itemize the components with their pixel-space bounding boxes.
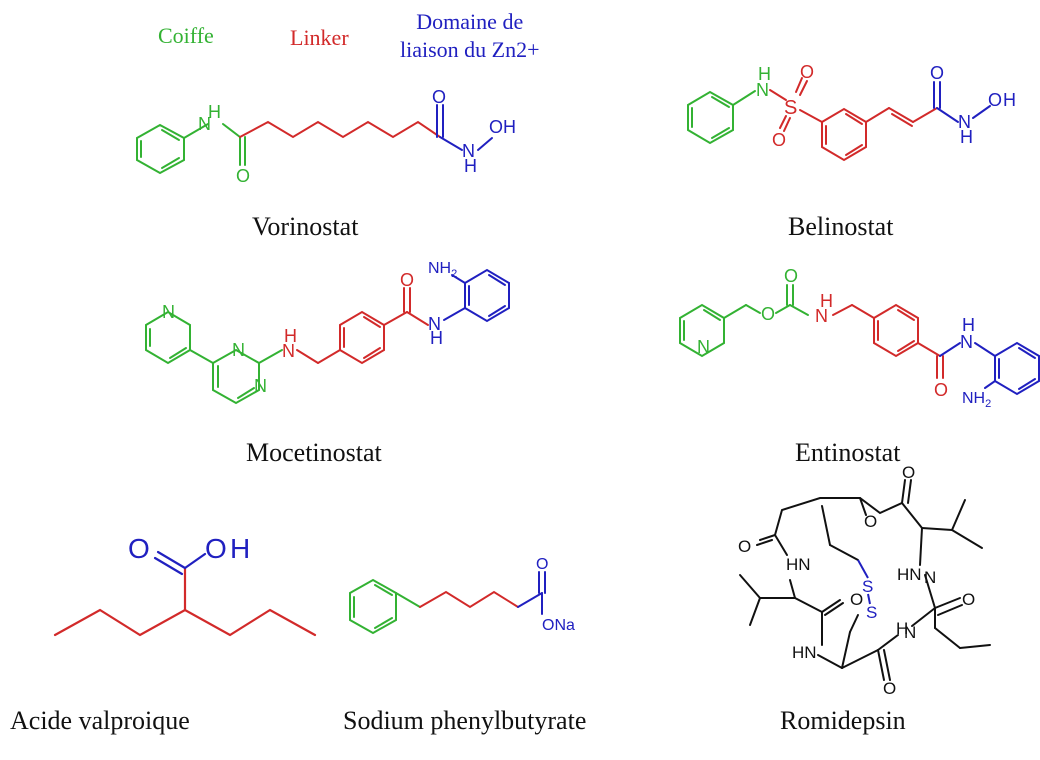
entinostat-aminophenyl xyxy=(939,341,1040,396)
belinostat-oh-o: O xyxy=(988,90,1002,110)
romidepsin-o-top: O xyxy=(902,463,915,482)
phenylbutyrate-carboxylate xyxy=(517,571,546,615)
vorinostat-o-atom: O xyxy=(236,166,250,186)
mocetinostat-pyrimidine-n2: N xyxy=(254,376,267,396)
mocetinostat-aminophenyl xyxy=(443,268,510,323)
romidepsin-h-lower: H xyxy=(896,619,908,638)
belinostat-n2-atom: N xyxy=(958,112,971,132)
vorinostat-linker-chain xyxy=(239,120,441,139)
belinostat-hydroxamate xyxy=(933,81,991,123)
vorinostat-oh-group: O xyxy=(489,117,503,137)
entinostat-h-atom: H xyxy=(820,291,833,311)
label-vorinostat: Vorinostat xyxy=(252,212,359,241)
romidepsin-n-right: N xyxy=(924,568,936,587)
vorinostat-n2-atom: N xyxy=(462,141,475,161)
vorinostat-n-atom: N xyxy=(198,114,211,134)
mocetinostat-o-atom: O xyxy=(400,270,414,290)
entinostat-amide-n: N xyxy=(960,332,973,352)
belinostat-o-atom: O xyxy=(930,63,944,83)
legend-coiffe: Coiffe xyxy=(158,23,214,48)
belinostat-n-atom: N xyxy=(756,80,769,100)
romidepsin-s-atom-1: S xyxy=(862,577,873,596)
vorinostat-hydroxamate xyxy=(436,104,493,151)
romidepsin-o-middle: O xyxy=(850,590,863,609)
vorinostat-phenyl-ring xyxy=(136,123,246,175)
belinostat-phenyl-ring xyxy=(687,90,756,145)
belinostat-h2-atom: H xyxy=(960,127,973,147)
romidepsin-hn-right: HN xyxy=(897,565,922,584)
entinostat-amide-o: O xyxy=(934,380,948,400)
entinostat-amide-h: H xyxy=(962,315,975,335)
mocetinostat-h-atom: H xyxy=(284,326,297,346)
entinostat-carbonyl-o: O xyxy=(784,266,798,286)
label-belinostat: Belinostat xyxy=(788,212,894,241)
label-valproic: Acide valproique xyxy=(10,706,190,735)
mocetinostat-pyrimidine-n1: N xyxy=(232,340,245,360)
valproic-hydroxyl-o: O xyxy=(205,533,227,564)
mocetinostat-pyridine-n: N xyxy=(162,302,175,322)
label-entinostat: Entinostat xyxy=(795,438,901,467)
label-phenylbutyrate: Sodium phenylbutyrate xyxy=(343,706,587,735)
belinostat-oh-h: H xyxy=(1003,90,1016,110)
belinostat-o-bottom-atom: O xyxy=(772,130,786,150)
mocetinostat-pyridine-ring xyxy=(145,310,214,365)
label-mocetinostat: Mocetinostat xyxy=(246,438,382,467)
entinostat-linker xyxy=(832,303,944,379)
romidepsin-n-lower: N xyxy=(904,623,916,642)
entinostat-nh2-group: NH2 xyxy=(962,390,991,410)
belinostat-sulfonyl-linker xyxy=(769,77,938,162)
entinostat-pyridine-ring xyxy=(679,284,809,358)
label-romidepsin: Romidepsin xyxy=(780,706,906,735)
legend-zinc-domain: Domaine de liaison du Zn2+ xyxy=(400,9,540,62)
entinostat-n-atom: N xyxy=(815,306,828,326)
mocetinostat-pyrimidine-ring xyxy=(212,348,283,405)
romidepsin-ester-o: O xyxy=(864,512,877,531)
phenylbutyrate-linker xyxy=(419,590,519,609)
phenylbutyrate-o-atom: O xyxy=(536,556,548,573)
valproic-carbonyl-o: O xyxy=(128,533,150,564)
romidepsin-macrocycle xyxy=(739,479,991,681)
vorinostat-h-atom: H xyxy=(208,102,221,122)
phenylbutyrate-ona-group: ONa xyxy=(542,617,575,634)
romidepsin-disulfide-bridge xyxy=(857,559,871,605)
vorinostat-h2-atom: H xyxy=(464,156,477,176)
romidepsin-o-right: O xyxy=(962,590,975,609)
mocetinostat-linker xyxy=(296,287,429,365)
vorinostat-oh-h: H xyxy=(503,117,516,137)
valproic-carboxyl-group xyxy=(153,550,207,576)
romidepsin-o-bottom: O xyxy=(883,679,896,698)
vorinostat-o2-atom: O xyxy=(432,87,446,107)
romidepsin-hn-left: HN xyxy=(786,555,811,574)
mocetinostat-amide-n: N xyxy=(428,314,441,334)
entinostat-ester-o: O xyxy=(761,304,775,324)
mocetinostat-amide-h: H xyxy=(430,328,443,348)
romidepsin-hn-bottom: HN xyxy=(792,643,817,662)
romidepsin-o-left: O xyxy=(738,537,751,556)
mocetinostat-n-atom: N xyxy=(282,341,295,361)
mocetinostat-nh2-group: NH2 xyxy=(428,260,457,280)
valproic-hydroxyl-h: H xyxy=(230,533,250,564)
entinostat-pyridine-n: N xyxy=(697,337,710,357)
romidepsin-s-atom-2: S xyxy=(866,603,877,622)
belinostat-o-top-atom: O xyxy=(800,62,814,82)
belinostat-h-atom: H xyxy=(758,64,771,84)
legend-linker: Linker xyxy=(290,25,349,50)
phenylbutyrate-phenyl-ring xyxy=(349,578,421,635)
belinostat-s-atom: S xyxy=(784,97,797,119)
